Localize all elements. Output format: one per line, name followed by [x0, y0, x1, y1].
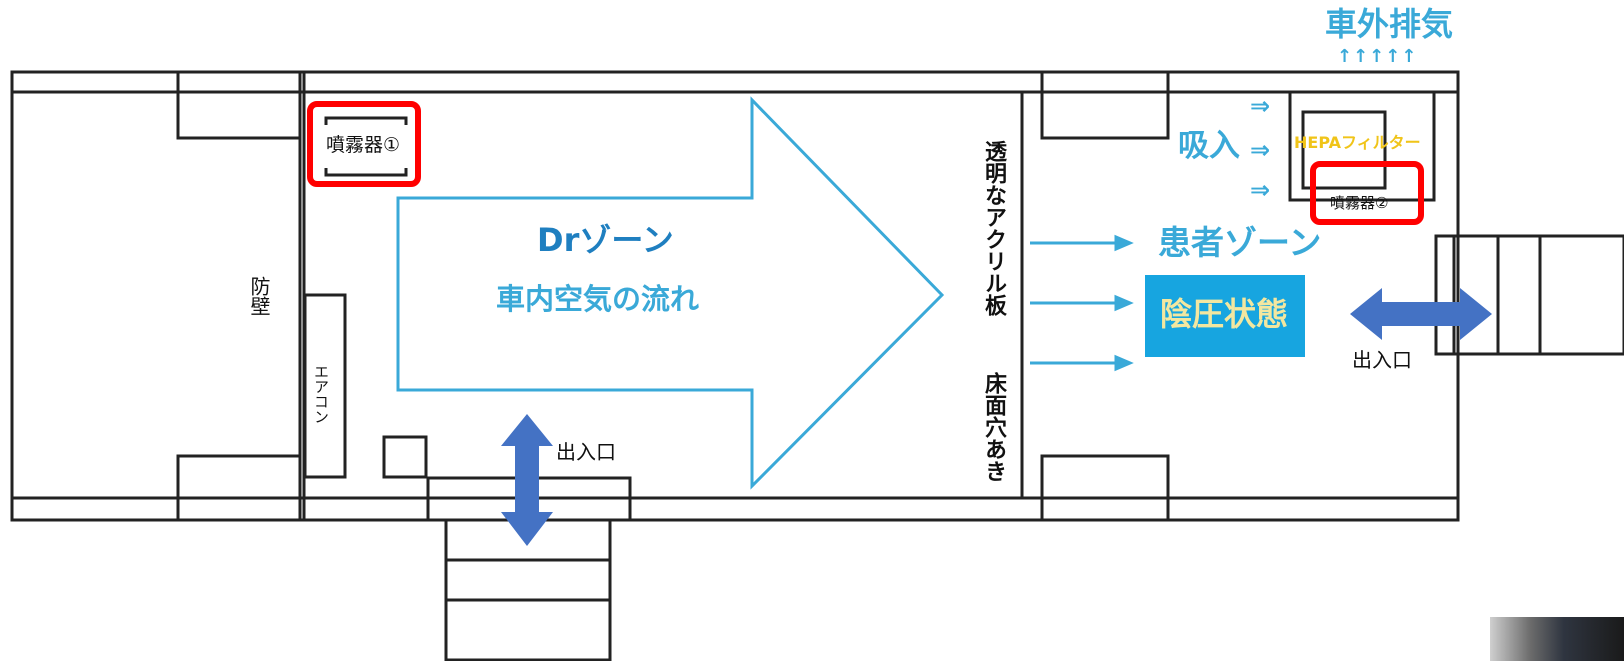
sprayer1-label: 噴霧器①	[326, 134, 401, 156]
flow-arrow-2-head	[1114, 294, 1134, 312]
intake-label: 吸入	[1178, 128, 1240, 164]
negative-pressure-box	[1145, 275, 1305, 357]
photo-fragment	[1490, 617, 1624, 661]
patient-zone-label: 患者ゾーン	[1158, 223, 1322, 262]
rear-steps	[1434, 234, 1624, 356]
flow-arrow-1-head	[1114, 234, 1134, 252]
sprayer1-highlight	[307, 101, 421, 187]
floor-holes-label: 床面穴あき	[981, 372, 1006, 482]
negative-pressure-label: 陰圧状態	[1160, 295, 1289, 333]
front-wheel-arch-top	[176, 70, 302, 140]
entrance-right-label: 出入口	[1352, 348, 1412, 372]
dr-zone-label: Drゾーン	[537, 221, 674, 259]
exhaust-label: 車外排気	[1325, 5, 1454, 43]
rear-wheel-arch-top	[1040, 70, 1170, 140]
bulkhead-label: 防壁	[247, 276, 271, 316]
airflow-arrow	[396, 96, 945, 490]
vehicle-body-outline	[10, 70, 1460, 522]
flow-arrow-3-head	[1114, 354, 1134, 372]
exhaust-arrows: ↑↑↑↑↑	[1337, 46, 1418, 67]
small-box	[382, 435, 428, 479]
sprayer1-bracket	[324, 116, 408, 177]
front-wheel-arch-bottom	[176, 454, 302, 522]
acrylic-label: 透明なアクリル板	[981, 140, 1006, 316]
aircon-label: エアコン	[312, 364, 330, 424]
intake-arrow-bottom: ⇒	[1250, 176, 1270, 204]
hepa-housing-inner	[1301, 110, 1387, 190]
side-door-double-arrow	[501, 414, 553, 546]
sprayer2-label: 噴霧器②	[1330, 194, 1389, 212]
intake-arrow-middle: ⇒	[1250, 136, 1270, 164]
hepa-housing-outer	[1288, 90, 1436, 202]
hepa-filter-label: HEPAフィルター	[1294, 133, 1421, 152]
sprayer2-highlight	[1310, 161, 1424, 225]
rear-wheel-arch-bottom	[1040, 454, 1170, 522]
intake-arrow-top: ⇒	[1250, 92, 1270, 120]
aircon-unit	[303, 293, 347, 479]
entrance-left-label: 出入口	[556, 440, 616, 464]
rear-door-double-arrow	[1350, 288, 1492, 340]
airflow-label: 車内空気の流れ	[496, 282, 700, 316]
